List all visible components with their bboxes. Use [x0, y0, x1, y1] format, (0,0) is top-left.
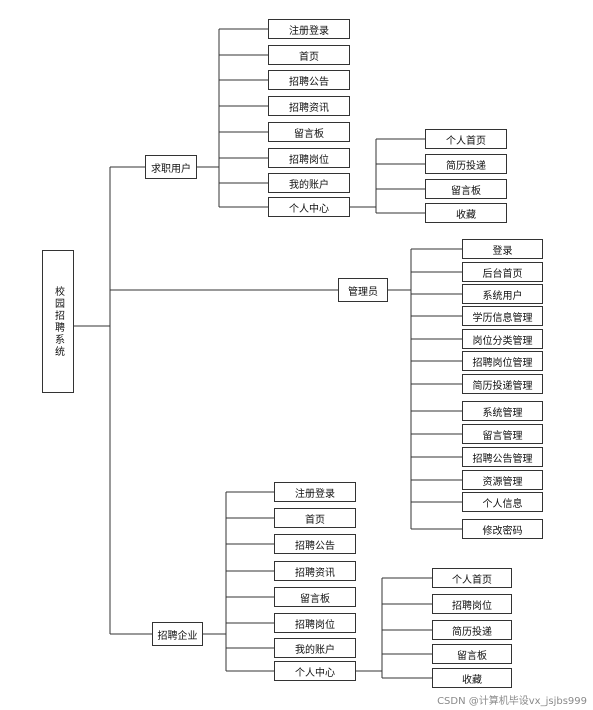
- company-center-item: 招聘岗位: [432, 594, 512, 614]
- admin-item: 系统管理: [462, 401, 543, 421]
- company-item: 招聘公告: [274, 534, 356, 554]
- watermark-text: CSDN @计算机毕设vx_jsjbs999: [437, 696, 587, 707]
- job-seeker-center-item: 留言板: [425, 179, 507, 199]
- company-item: 留言板: [274, 587, 356, 607]
- job-seeker-item: 个人中心: [268, 197, 350, 217]
- company-center-item: 收藏: [432, 668, 512, 688]
- job-seeker-item: 注册登录: [268, 19, 350, 39]
- admin-item: 资源管理: [462, 470, 543, 490]
- admin-item: 留言管理: [462, 424, 543, 444]
- company-center-item: 个人首页: [432, 568, 512, 588]
- company-item: 注册登录: [274, 482, 356, 502]
- job-seeker-item: 招聘岗位: [268, 148, 350, 168]
- job-seeker-item: 留言板: [268, 122, 350, 142]
- admin-item: 登录: [462, 239, 543, 259]
- admin-item: 岗位分类管理: [462, 329, 543, 349]
- company-center-item: 简历投递: [432, 620, 512, 640]
- company-item: 个人中心: [274, 661, 356, 681]
- admin-item: 个人信息: [462, 492, 543, 512]
- root-node: 校园招聘系统: [42, 250, 74, 393]
- company-item: 招聘岗位: [274, 613, 356, 633]
- company-center-item: 留言板: [432, 644, 512, 664]
- admin-item: 学历信息管理: [462, 306, 543, 326]
- company-node: 招聘企业: [152, 622, 203, 646]
- job-seeker-item: 我的账户: [268, 173, 350, 193]
- admin-item: 简历投递管理: [462, 374, 543, 394]
- company-item: 招聘资讯: [274, 561, 356, 581]
- admin-item: 系统用户: [462, 284, 543, 304]
- job-seeker-center-item: 简历投递: [425, 154, 507, 174]
- admin-item: 修改密码: [462, 519, 543, 539]
- admin-item: 招聘公告管理: [462, 447, 543, 467]
- job-seeker-item: 招聘公告: [268, 70, 350, 90]
- company-item: 我的账户: [274, 638, 356, 658]
- job-seeker-item: 首页: [268, 45, 350, 65]
- job-seeker-center-item: 个人首页: [425, 129, 507, 149]
- job-seeker-node: 求职用户: [145, 155, 197, 179]
- job-seeker-item: 招聘资讯: [268, 96, 350, 116]
- job-seeker-center-item: 收藏: [425, 203, 507, 223]
- admin-item: 招聘岗位管理: [462, 351, 543, 371]
- company-item: 首页: [274, 508, 356, 528]
- admin-item: 后台首页: [462, 262, 543, 282]
- admin-node: 管理员: [338, 278, 388, 302]
